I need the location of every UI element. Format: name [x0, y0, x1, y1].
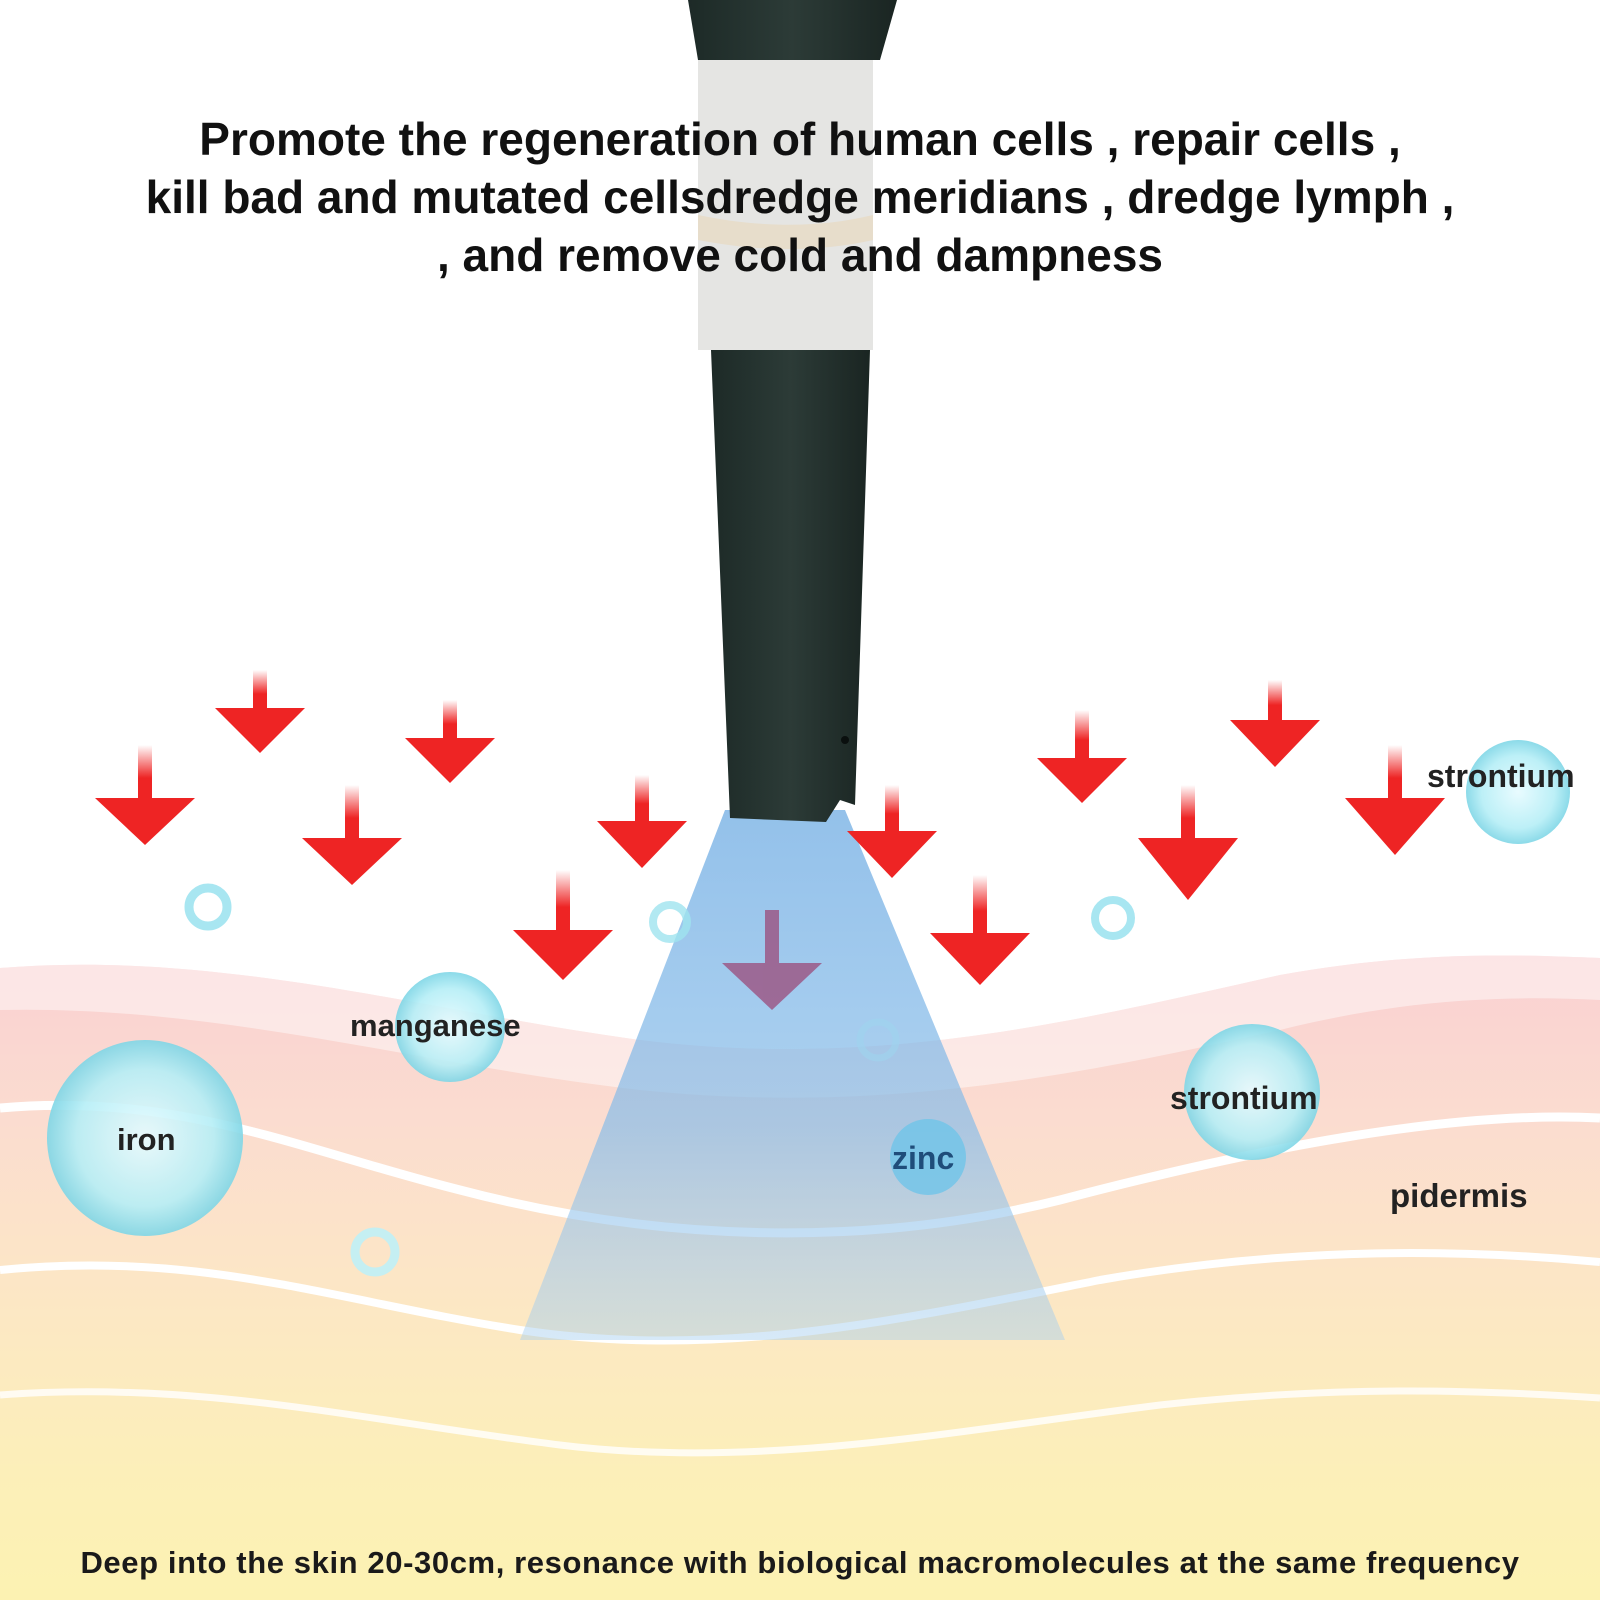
- label-strontium-top: strontium: [1427, 758, 1575, 794]
- down-arrow-icon: [847, 785, 937, 878]
- mineral-bubble-icon: [1466, 740, 1570, 844]
- mineral-ring-icon: [649, 901, 691, 943]
- mineral-bubble-icon: [1184, 1024, 1320, 1160]
- mineral-ring-icon: [184, 883, 232, 931]
- device-light-sleeve: [698, 60, 873, 350]
- device-handle: [711, 350, 870, 822]
- headline-line-2: kill bad and mutated cellsdredge meridia…: [145, 171, 1455, 223]
- down-arrow-icon: [930, 875, 1030, 985]
- device-cap: [688, 0, 897, 60]
- device-indicator-dot: [841, 736, 849, 744]
- down-arrow-icon: [302, 785, 402, 885]
- down-arrow-icon: [513, 870, 613, 980]
- mineral-ring-icon: [856, 1018, 900, 1062]
- mineral-bubble-icon: [47, 1040, 243, 1236]
- down-arrow-icon: [1138, 785, 1238, 900]
- down-arrow-icon: [1230, 680, 1320, 767]
- label-strontium-mid: strontium: [1170, 1080, 1318, 1116]
- down-arrow-icon: [1345, 745, 1445, 855]
- mineral-bubble-icon: [395, 972, 505, 1082]
- down-arrow-icon: [405, 700, 495, 783]
- down-arrow-icon: [95, 745, 195, 845]
- down-arrow-icon: [597, 775, 687, 868]
- probe-device-icon: [688, 0, 897, 822]
- down-arrow-icon: [722, 910, 822, 1010]
- headline-line-1: Promote the regeneration of human cells …: [199, 113, 1401, 165]
- bubbles-group: [47, 740, 1570, 1277]
- label-zinc: zinc: [892, 1140, 955, 1176]
- label-iron: iron: [117, 1122, 176, 1157]
- footer-caption: Deep into the skin 20-30cm, resonance wi…: [80, 1545, 1520, 1580]
- skin-boundary-line-3: [0, 1387, 1600, 1457]
- label-manganese: manganese: [350, 1008, 521, 1043]
- mineral-bubble-icon: [890, 1119, 966, 1195]
- label-pidermis: pidermis: [1390, 1177, 1528, 1214]
- mineral-ring-icon: [1091, 896, 1135, 940]
- down-arrow-icon: [215, 670, 305, 753]
- headline: Promote the regeneration of human cells …: [40, 110, 1560, 284]
- down-arrow-icon: [1037, 710, 1127, 803]
- headline-line-3: , and remove cold and dampness: [437, 229, 1163, 281]
- device-ring: [698, 215, 873, 249]
- energy-beam: [520, 810, 1065, 1340]
- arrows-group: [95, 670, 1445, 1010]
- mineral-ring-icon: [350, 1227, 400, 1277]
